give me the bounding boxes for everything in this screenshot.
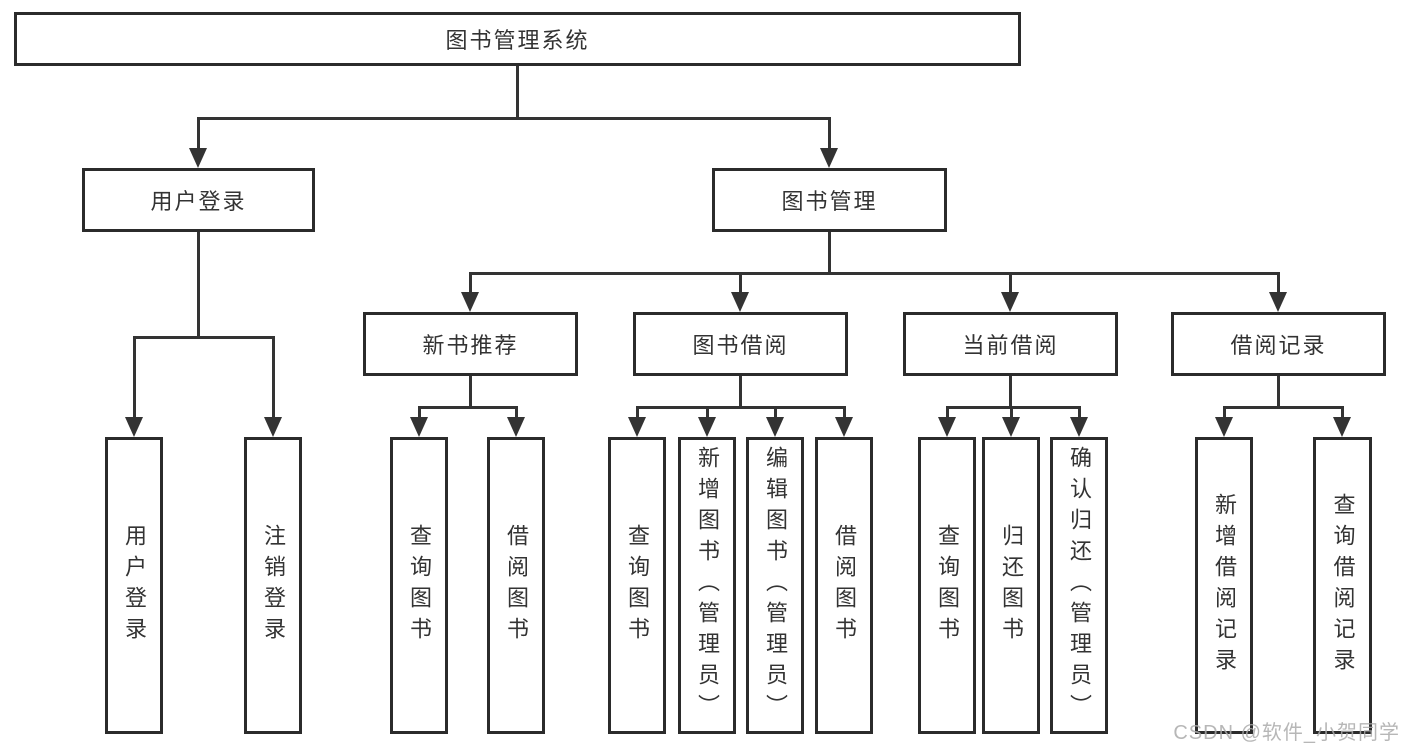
- leaf-borrow-query-books-label: 查询图书: [625, 523, 650, 648]
- node-new-book-recommend-label: 新书推荐: [422, 333, 519, 358]
- connector-stem-d1: [946, 406, 949, 419]
- arrowhead-d2: [1002, 417, 1020, 437]
- leaf-query-borrow-record: 查询借阅记录: [1313, 437, 1372, 734]
- connector-group-e-horizontal: [1223, 406, 1344, 409]
- connector-book-management-drop: [828, 232, 831, 272]
- leaf-borrow-borrow-books-label: 借阅图书: [832, 523, 857, 648]
- connector-stem-e2: [1341, 406, 1344, 419]
- connector-level3-horizontal: [469, 272, 1280, 275]
- connector-stem-b1: [418, 406, 421, 419]
- connector-stem-leaf-logout: [272, 336, 275, 419]
- leaf-newbooks-borrow-books: 借阅图书: [487, 437, 545, 734]
- arrowhead-e1: [1215, 417, 1233, 437]
- connector-stem-d3: [1078, 406, 1081, 419]
- connector-stem-leaf-user-login: [133, 336, 136, 419]
- leaf-add-book-admin-label: 新增图书（管理员）: [695, 446, 720, 725]
- arrowhead-c1: [628, 417, 646, 437]
- arrowhead-leaf-user-login: [125, 417, 143, 437]
- connector-stem-b2: [515, 406, 518, 419]
- arrowhead-b1: [410, 417, 428, 437]
- connector-group-c-horizontal: [636, 406, 846, 409]
- node-book-management-label: 图书管理: [781, 189, 878, 214]
- connector-stem-c2: [706, 406, 709, 419]
- node-current-borrow: 当前借阅: [903, 312, 1118, 376]
- connector-stem-d2: [1010, 406, 1013, 419]
- leaf-add-borrow-record: 新增借阅记录: [1195, 437, 1253, 734]
- node-borrow-records-label: 借阅记录: [1230, 333, 1327, 358]
- connector-stem-book-management: [828, 117, 831, 151]
- arrowhead-e2: [1333, 417, 1351, 437]
- node-new-book-recommend: 新书推荐: [363, 312, 578, 376]
- arrowhead-d1: [938, 417, 956, 437]
- arrowhead-borrow-records: [1269, 292, 1287, 312]
- connector-stem-e1: [1223, 406, 1226, 419]
- leaf-borrow-query-books: 查询图书: [608, 437, 666, 734]
- leaf-borrow-borrow-books: 借阅图书: [815, 437, 873, 734]
- leaf-newbooks-query-books-label: 查询图书: [407, 523, 432, 648]
- node-book-borrow: 图书借阅: [633, 312, 848, 376]
- leaf-logout-label: 注销登录: [261, 523, 286, 648]
- leaf-edit-book-admin: 编辑图书（管理员）: [746, 437, 804, 734]
- leaf-current-query-books: 查询图书: [918, 437, 976, 734]
- leaf-return-books: 归还图书: [982, 437, 1040, 734]
- connector-user-login-horizontal: [133, 336, 275, 339]
- arrowhead-new-book-recommend: [461, 292, 479, 312]
- node-user-login-label: 用户登录: [150, 189, 247, 214]
- arrowhead-current-borrow: [1001, 292, 1019, 312]
- leaf-add-borrow-record-label: 新增借阅记录: [1212, 492, 1237, 679]
- leaf-user-login-label: 用户登录: [122, 523, 147, 648]
- connector-stem-user-login: [197, 117, 200, 151]
- arrowhead-user-login: [189, 148, 207, 168]
- node-book-management: 图书管理: [712, 168, 947, 232]
- connector-stem-current-borrow: [1009, 272, 1012, 294]
- arrowhead-leaf-logout: [264, 417, 282, 437]
- arrowhead-c2: [698, 417, 716, 437]
- arrowhead-book-borrow: [731, 292, 749, 312]
- connector-user-login-drop: [197, 232, 200, 336]
- connector-stem-c4: [843, 406, 846, 419]
- connector-stem-c3: [774, 406, 777, 419]
- node-current-borrow-label: 当前借阅: [962, 333, 1059, 358]
- node-borrow-records: 借阅记录: [1171, 312, 1386, 376]
- arrowhead-c3: [766, 417, 784, 437]
- connector-root-drop: [516, 66, 519, 117]
- connector-group-d-horizontal: [946, 406, 1081, 409]
- leaf-return-books-label: 归还图书: [999, 523, 1024, 648]
- connector-stem-c1: [636, 406, 639, 419]
- connector-level2-horizontal: [197, 117, 831, 120]
- leaf-current-query-books-label: 查询图书: [935, 523, 960, 648]
- leaf-user-login: 用户登录: [105, 437, 163, 734]
- leaf-add-book-admin: 新增图书（管理员）: [678, 437, 736, 734]
- leaf-newbooks-borrow-books-label: 借阅图书: [504, 523, 529, 648]
- connector-stem-borrow-records: [1277, 272, 1280, 294]
- connector-stem-new-book-recommend: [469, 272, 472, 294]
- arrowhead-c4: [835, 417, 853, 437]
- connector-borrow-records-drop: [1277, 376, 1280, 406]
- arrowhead-book-management: [820, 148, 838, 168]
- leaf-confirm-return-admin-label: 确认归还（管理员）: [1067, 446, 1092, 725]
- leaf-logout: 注销登录: [244, 437, 302, 734]
- connector-new-book-recommend-drop: [469, 376, 472, 406]
- connector-book-borrow-drop: [739, 376, 742, 406]
- node-user-login: 用户登录: [82, 168, 315, 232]
- node-root-label: 图书管理系统: [445, 28, 590, 53]
- connector-stem-book-borrow: [739, 272, 742, 294]
- leaf-edit-book-admin-label: 编辑图书（管理员）: [763, 446, 788, 725]
- leaf-confirm-return-admin: 确认归还（管理员）: [1050, 437, 1108, 734]
- csdn-watermark: CSDN @软件_小贺同学: [1173, 722, 1400, 744]
- connector-group-b-horizontal: [418, 406, 518, 409]
- node-root: 图书管理系统: [14, 12, 1021, 66]
- arrowhead-b2: [507, 417, 525, 437]
- connector-current-borrow-drop: [1009, 376, 1012, 406]
- node-book-borrow-label: 图书借阅: [692, 333, 789, 358]
- leaf-newbooks-query-books: 查询图书: [390, 437, 448, 734]
- leaf-query-borrow-record-label: 查询借阅记录: [1330, 492, 1356, 679]
- arrowhead-d3: [1070, 417, 1088, 437]
